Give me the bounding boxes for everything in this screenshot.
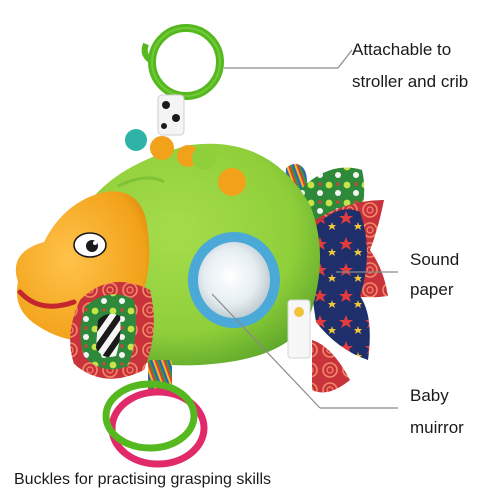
callout-sound-line1: Sound (410, 250, 460, 269)
callout-attach: Attachable to stroller and crib (352, 40, 468, 92)
callout-sound-line2: paper (410, 280, 454, 299)
callout-sound: Sound paper (410, 250, 459, 300)
top-tufts (125, 129, 246, 196)
callout-lines (211, 49, 398, 409)
top-strap (157, 94, 185, 136)
side-fin (70, 282, 154, 379)
bottom-caption: Buckles for practising grasping skills (14, 471, 271, 488)
callout-mirror-line1: Baby (410, 386, 449, 405)
callout-mirror-line2: muirror (410, 418, 464, 437)
callout-mirror: Baby muirror (410, 386, 464, 438)
top-hanging-ring (141, 24, 224, 100)
bottom-rings (102, 380, 208, 468)
callout-attach-line1: Attachable to (352, 40, 452, 59)
brand-tag (287, 299, 311, 359)
baby-mirror (188, 232, 280, 328)
callout-attach-line2: stroller and crib (352, 72, 469, 91)
